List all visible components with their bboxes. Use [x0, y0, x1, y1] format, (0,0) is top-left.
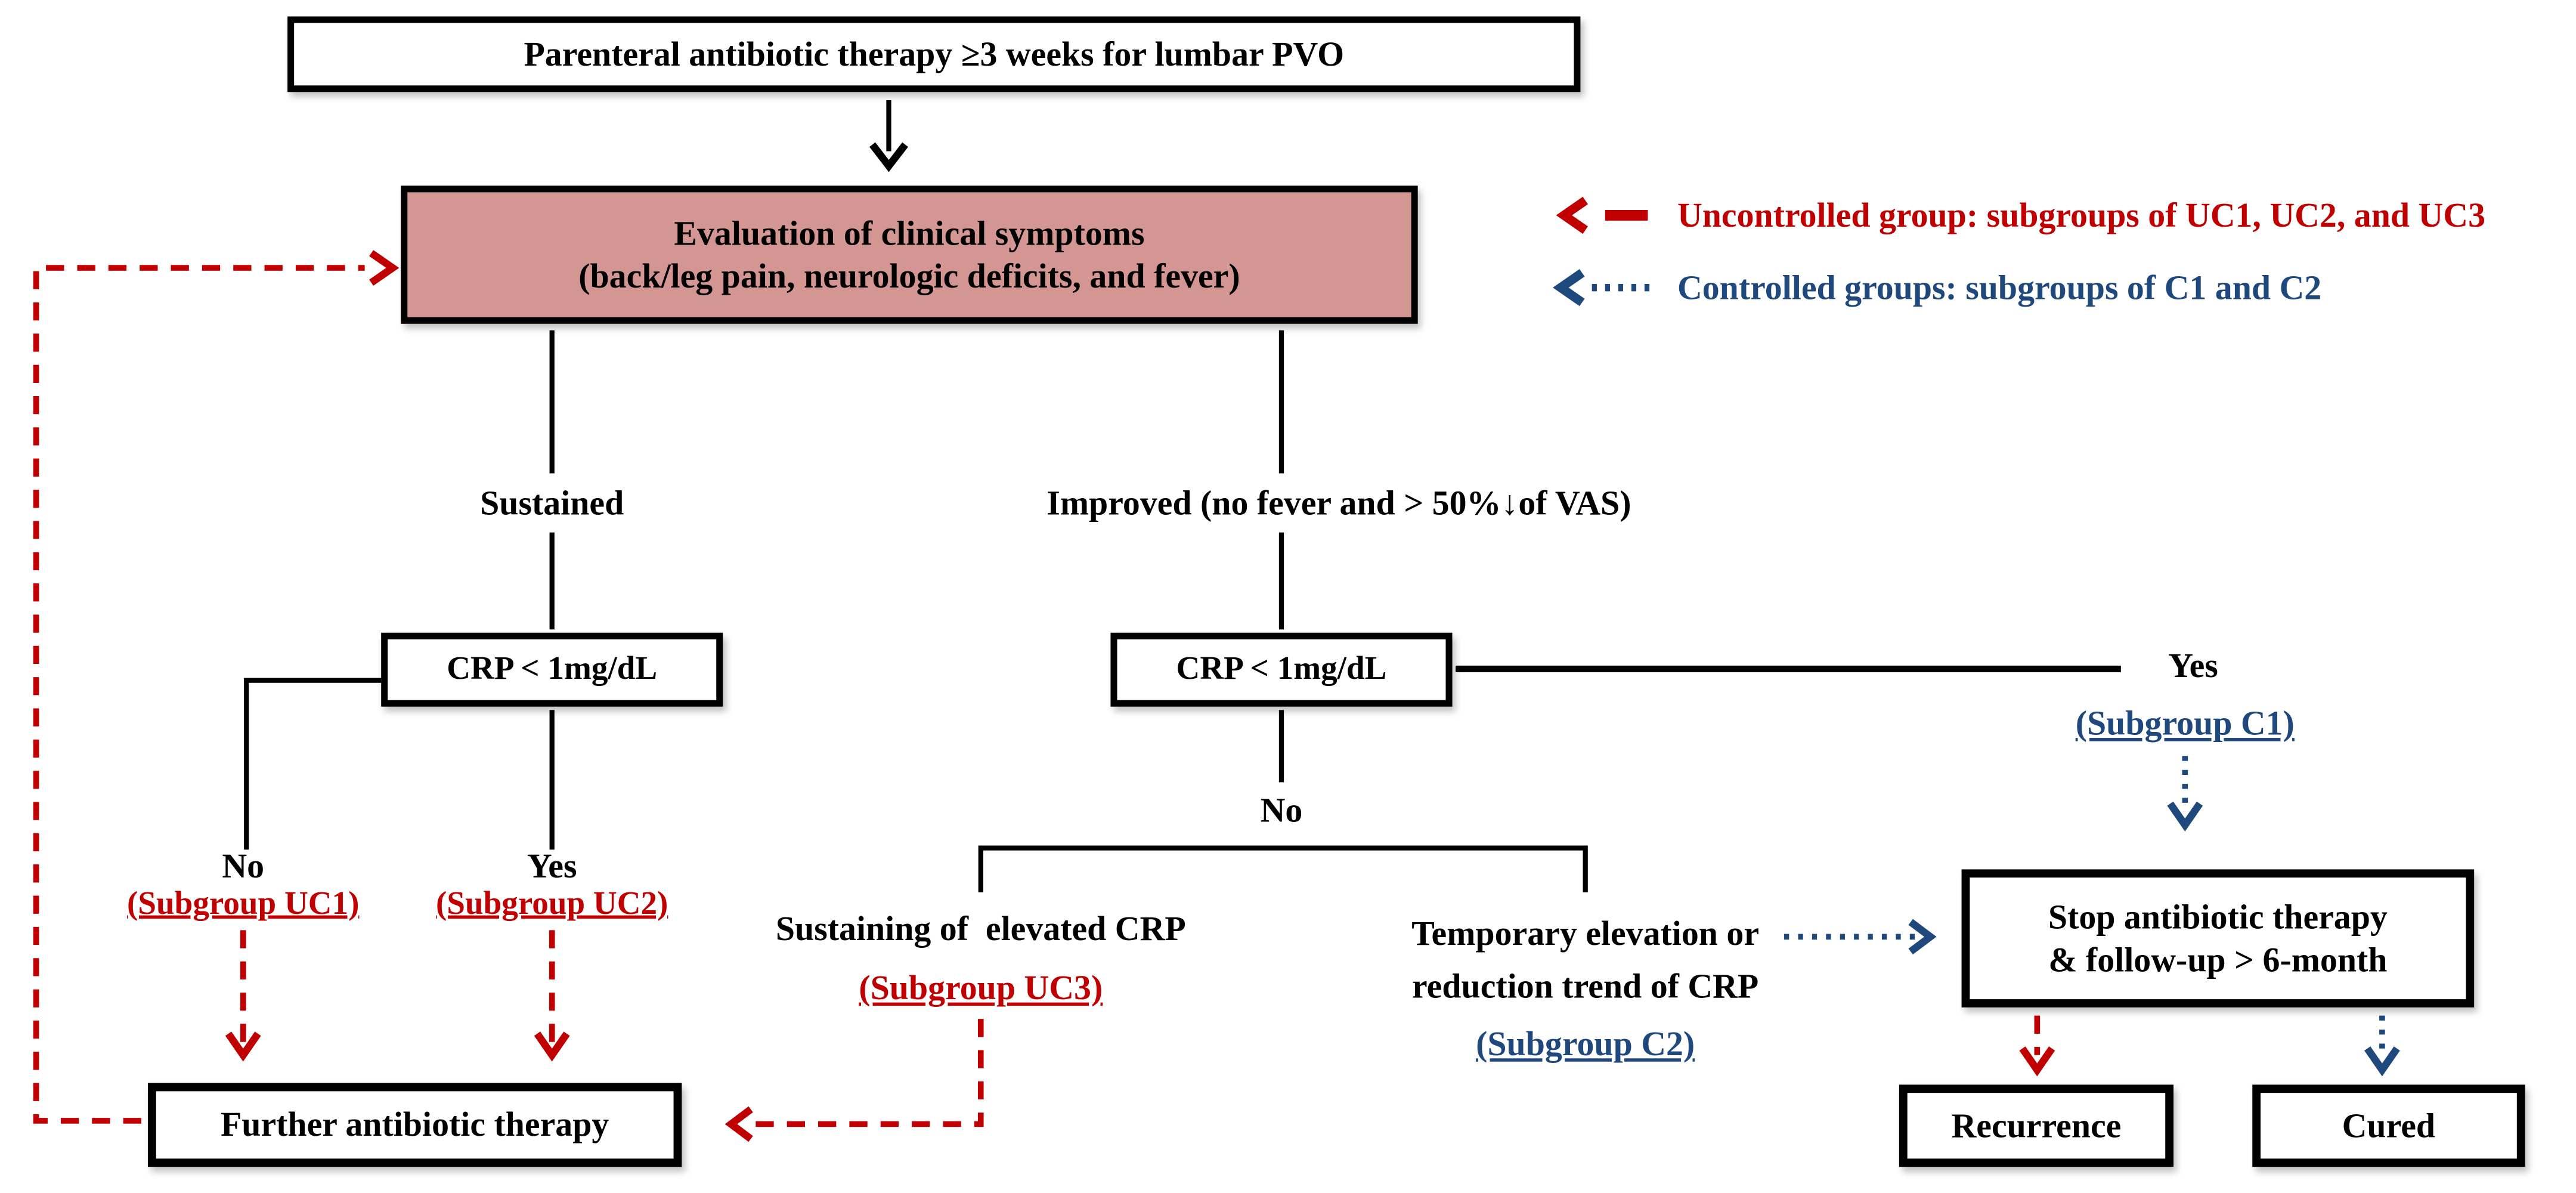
subgroup-c1-label: (Subgroup C1) [2075, 703, 2295, 743]
sustained-label: Sustained [480, 483, 624, 523]
arrow-feedback-to-eval [33, 250, 400, 1124]
arrow-stop-to-recurrence [2019, 1015, 2055, 1077]
arrow-c1-to-stop [2167, 756, 2203, 832]
cured-text: Cured [2342, 1105, 2436, 1145]
arrow-c2-to-stop [1784, 919, 1937, 955]
red-dashed-arrow-icon [1556, 196, 1648, 234]
subgroup-uc1-label: (Subgroup UC1) [127, 885, 360, 922]
recurrence-text: Recurrence [1951, 1105, 2122, 1145]
crp-left-box: CRP < 1mg/dL [381, 632, 723, 707]
crp-right-box: CRP < 1mg/dL [1110, 632, 1453, 707]
uc3-condition-label: Sustaining of elevated CRP [775, 908, 1186, 948]
arrow-stop-to-cured [2364, 1015, 2400, 1077]
tsplit-no-branch [978, 845, 1588, 893]
crp-left-text: CRP < 1mg/dL [447, 651, 658, 687]
legend-controlled: Controlled groups: subgroups of C1 and C… [1553, 266, 2322, 309]
arrow-uc2-to-further [534, 930, 570, 1062]
yes-left-label: Yes [527, 846, 577, 886]
further-therapy-text: Further antibiotic therapy [220, 1105, 609, 1145]
crp-right-text: CRP < 1mg/dL [1176, 651, 1387, 687]
further-therapy-box: Further antibiotic therapy [147, 1083, 682, 1167]
legend-uncontrolled-text: Uncontrolled group: subgroups of UC1, UC… [1677, 194, 2486, 234]
legend-uncontrolled: Uncontrolled group: subgroups of UC1, UC… [1553, 194, 2485, 237]
eval-line1: Evaluation of clinical symptoms [674, 213, 1145, 253]
yes-right-label: Yes [2168, 645, 2218, 685]
subgroup-uc3-label: (Subgroup UC3) [859, 968, 1103, 1007]
eval-box: Evaluation of clinical symptoms (back/le… [401, 186, 1418, 324]
stop-therapy-box: Stop antibiotic therapy & follow-up > 6-… [1961, 869, 2475, 1007]
subgroup-c2-label: (Subgroup C2) [1476, 1024, 1695, 1064]
no-right-label: No [1260, 790, 1303, 830]
arrow-title-to-eval [869, 100, 908, 172]
recurrence-box: Recurrence [1899, 1084, 2174, 1167]
improved-label: Improved (no fever and > 50%↓of VAS) [1046, 483, 1631, 523]
no-left-label: No [222, 846, 265, 886]
legend-controlled-text: Controlled groups: subgroups of C1 and C… [1677, 267, 2322, 307]
c2-condition-line1: Temporary elevation or [1411, 913, 1760, 953]
c2-condition-line2: reduction trend of CRP [1412, 966, 1759, 1006]
arrow-uc3-to-further [724, 1019, 984, 1142]
subgroup-uc2-label: (Subgroup UC2) [436, 885, 668, 922]
arrow-uc1-to-further [225, 930, 261, 1062]
blue-dotted-arrow-icon [1553, 269, 1655, 307]
eval-line2: (back/leg pain, neurologic deficits, and… [578, 256, 1240, 296]
elbow-crpleft-no [244, 678, 383, 850]
stop-line1: Stop antibiotic therapy [2048, 897, 2388, 937]
title-text: Parenteral antibiotic therapy ≥3 weeks f… [524, 34, 1345, 74]
title-box: Parenteral antibiotic therapy ≥3 weeks f… [287, 16, 1581, 92]
stop-line2: & follow-up > 6-month [2048, 939, 2388, 980]
cured-box: Cured [2252, 1084, 2525, 1167]
